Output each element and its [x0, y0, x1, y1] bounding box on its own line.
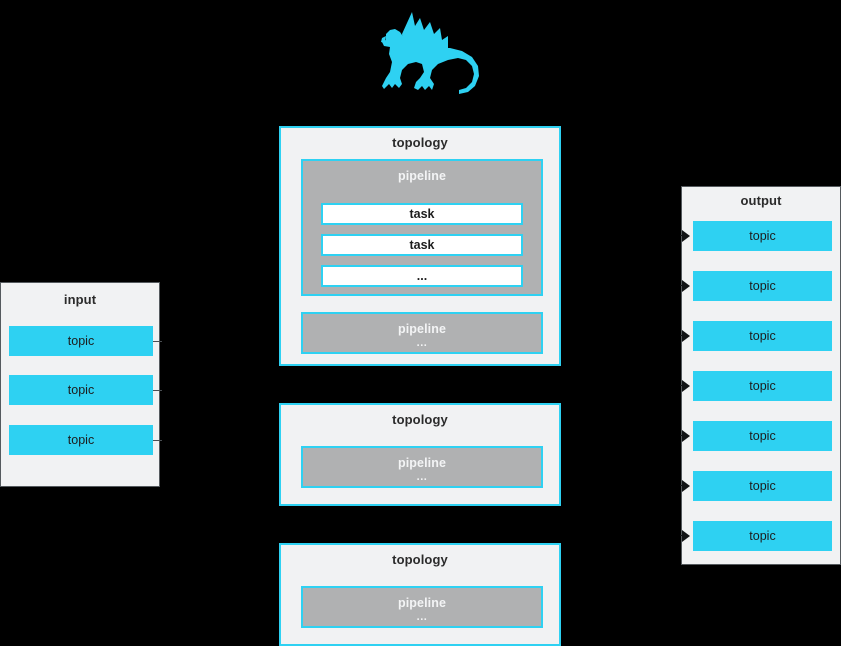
input-connector-line — [153, 341, 162, 342]
input-connector-line — [153, 390, 162, 391]
arrow-right-icon — [682, 330, 690, 342]
output-topic[interactable]: topic — [680, 271, 832, 301]
dragon-logo — [362, 4, 480, 104]
pipeline-container-more[interactable]: pipeline ... — [301, 312, 543, 354]
output-topic[interactable]: topic — [680, 521, 832, 551]
pipeline-label: pipeline — [397, 596, 447, 610]
output-topic[interactable]: topic — [680, 221, 832, 251]
topology-container: topology pipeline ... — [279, 543, 561, 646]
output-topic-label: topic — [749, 229, 776, 243]
pipeline-label: pipeline — [397, 456, 447, 470]
topology-container: topology pipeline ... — [279, 403, 561, 506]
task-item-more[interactable]: ... — [321, 265, 523, 287]
output-title: output — [740, 193, 782, 208]
input-topic[interactable]: topic — [9, 425, 153, 455]
output-topic-label: topic — [749, 379, 776, 393]
arrow-right-icon — [682, 230, 690, 242]
arrow-right-icon — [682, 530, 690, 542]
input-title: input — [63, 292, 97, 307]
topology-title: topology — [392, 552, 448, 567]
pipeline-more-ellipsis: ... — [416, 471, 428, 483]
output-topic[interactable]: topic — [680, 371, 832, 401]
arrow-right-icon — [682, 480, 690, 492]
output-topic[interactable]: topic — [680, 421, 832, 451]
output-container: output topic topic topic topic topic top… — [680, 186, 841, 565]
topology-title: topology — [392, 135, 448, 150]
output-topic-label: topic — [749, 529, 776, 543]
output-topic-label: topic — [749, 329, 776, 343]
input-container: input topic topic topic — [0, 282, 162, 487]
output-topic-label: topic — [749, 429, 776, 443]
pipeline-more-ellipsis: ... — [416, 611, 428, 623]
task-item[interactable]: task — [321, 203, 523, 225]
input-topic[interactable]: topic — [9, 326, 153, 356]
topology-container: topology pipeline task task ... pipeline… — [279, 126, 561, 366]
arrow-right-icon — [682, 280, 690, 292]
pipeline-more-ellipsis: ... — [416, 337, 428, 349]
input-connector-line — [153, 440, 162, 441]
arrow-right-icon — [682, 430, 690, 442]
pipeline-container[interactable]: pipeline task task ... — [301, 159, 543, 296]
topology-title: topology — [392, 412, 448, 427]
pipeline-container-more[interactable]: pipeline ... — [301, 586, 543, 628]
output-topic-label: topic — [749, 279, 776, 293]
pipeline-container-more[interactable]: pipeline ... — [301, 446, 543, 488]
dragon-silhouette — [381, 12, 479, 94]
input-topic[interactable]: topic — [9, 375, 153, 405]
output-topic-label: topic — [749, 479, 776, 493]
arrow-right-icon — [682, 380, 690, 392]
pipeline-label: pipeline — [397, 322, 447, 336]
output-topic[interactable]: topic — [680, 321, 832, 351]
output-topic[interactable]: topic — [680, 471, 832, 501]
pipeline-label: pipeline — [397, 169, 447, 183]
task-item[interactable]: task — [321, 234, 523, 256]
